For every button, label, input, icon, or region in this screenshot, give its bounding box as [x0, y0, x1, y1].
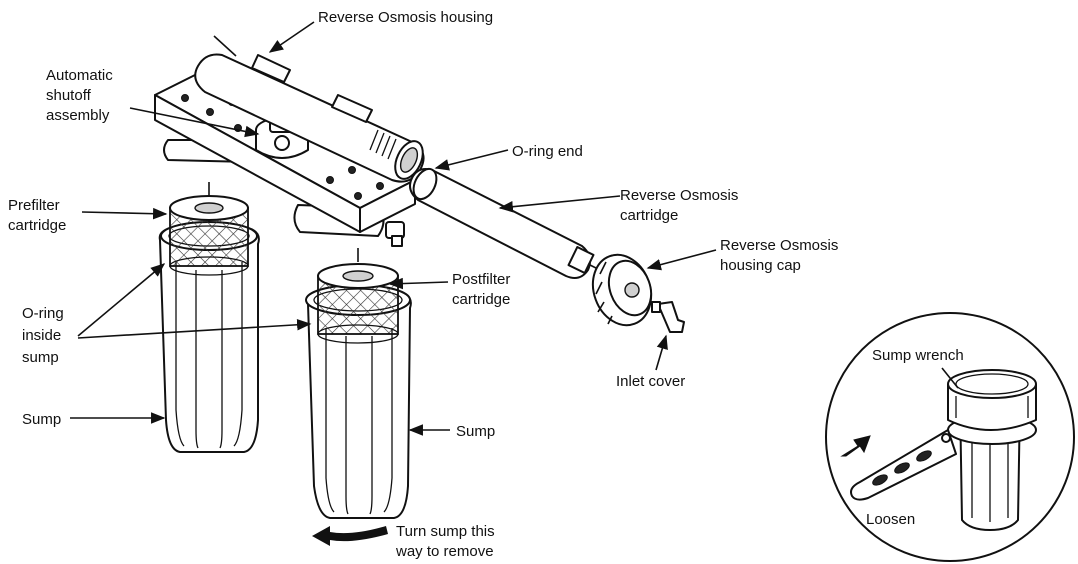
left-sump-ribs: [175, 262, 243, 449]
label-sump-left: Sump: [22, 411, 61, 428]
label-auto-shutoff-1: Automatic: [46, 67, 113, 84]
label-turn-1: Turn sump this: [396, 523, 495, 540]
postfilter-cartridge: [317, 248, 399, 344]
label-oring-sump-2: inside: [22, 327, 61, 344]
label-inlet-cover: Inlet cover: [616, 373, 685, 390]
label-sump-wrench: Sump wrench: [872, 347, 964, 364]
prefilter-cartridge: [169, 182, 249, 276]
label-turn-2: way to remove: [395, 543, 494, 560]
label-oring-end: O-ring end: [512, 143, 583, 160]
right-sump-ribs: [325, 328, 393, 515]
label-postfilter-1: Postfilter: [452, 271, 510, 288]
label-auto-shutoff-3: assembly: [46, 107, 110, 124]
label-ro-cartridge-1: Reverse Osmosis: [620, 187, 738, 204]
label-ro-cartridge-2: cartridge: [620, 207, 678, 224]
label-oring-sump-3: sump: [22, 349, 59, 366]
ro-housing: [194, 35, 425, 183]
label-prefilter-1: Prefilter: [8, 197, 60, 214]
turn-direction-arrow: [312, 526, 388, 546]
label-sump-right: Sump: [456, 423, 495, 440]
inlet-cover: [651, 301, 685, 333]
diagram-labels: Reverse Osmosis housing Automatic shutof…: [8, 9, 964, 560]
label-postfilter-2: cartridge: [452, 291, 510, 308]
ro-cartridge: [409, 167, 601, 279]
label-oring-sump-1: O-ring: [22, 305, 64, 322]
label-loosen: Loosen: [866, 511, 915, 528]
cap-ribs: [595, 261, 613, 325]
label-ro-cap-2: housing cap: [720, 257, 801, 274]
ro-housing-cap: [591, 253, 653, 327]
label-ro-housing: Reverse Osmosis housing: [318, 9, 493, 26]
sump-wrench-inset: [825, 312, 1075, 562]
ro-housing-threads: [369, 129, 397, 160]
leader-lines: [70, 21, 717, 436]
loosen-arrow: [840, 435, 871, 457]
label-prefilter-2: cartridge: [8, 217, 66, 234]
label-ro-cap-1: Reverse Osmosis: [720, 237, 838, 254]
label-auto-shutoff-2: shutoff: [46, 87, 92, 104]
